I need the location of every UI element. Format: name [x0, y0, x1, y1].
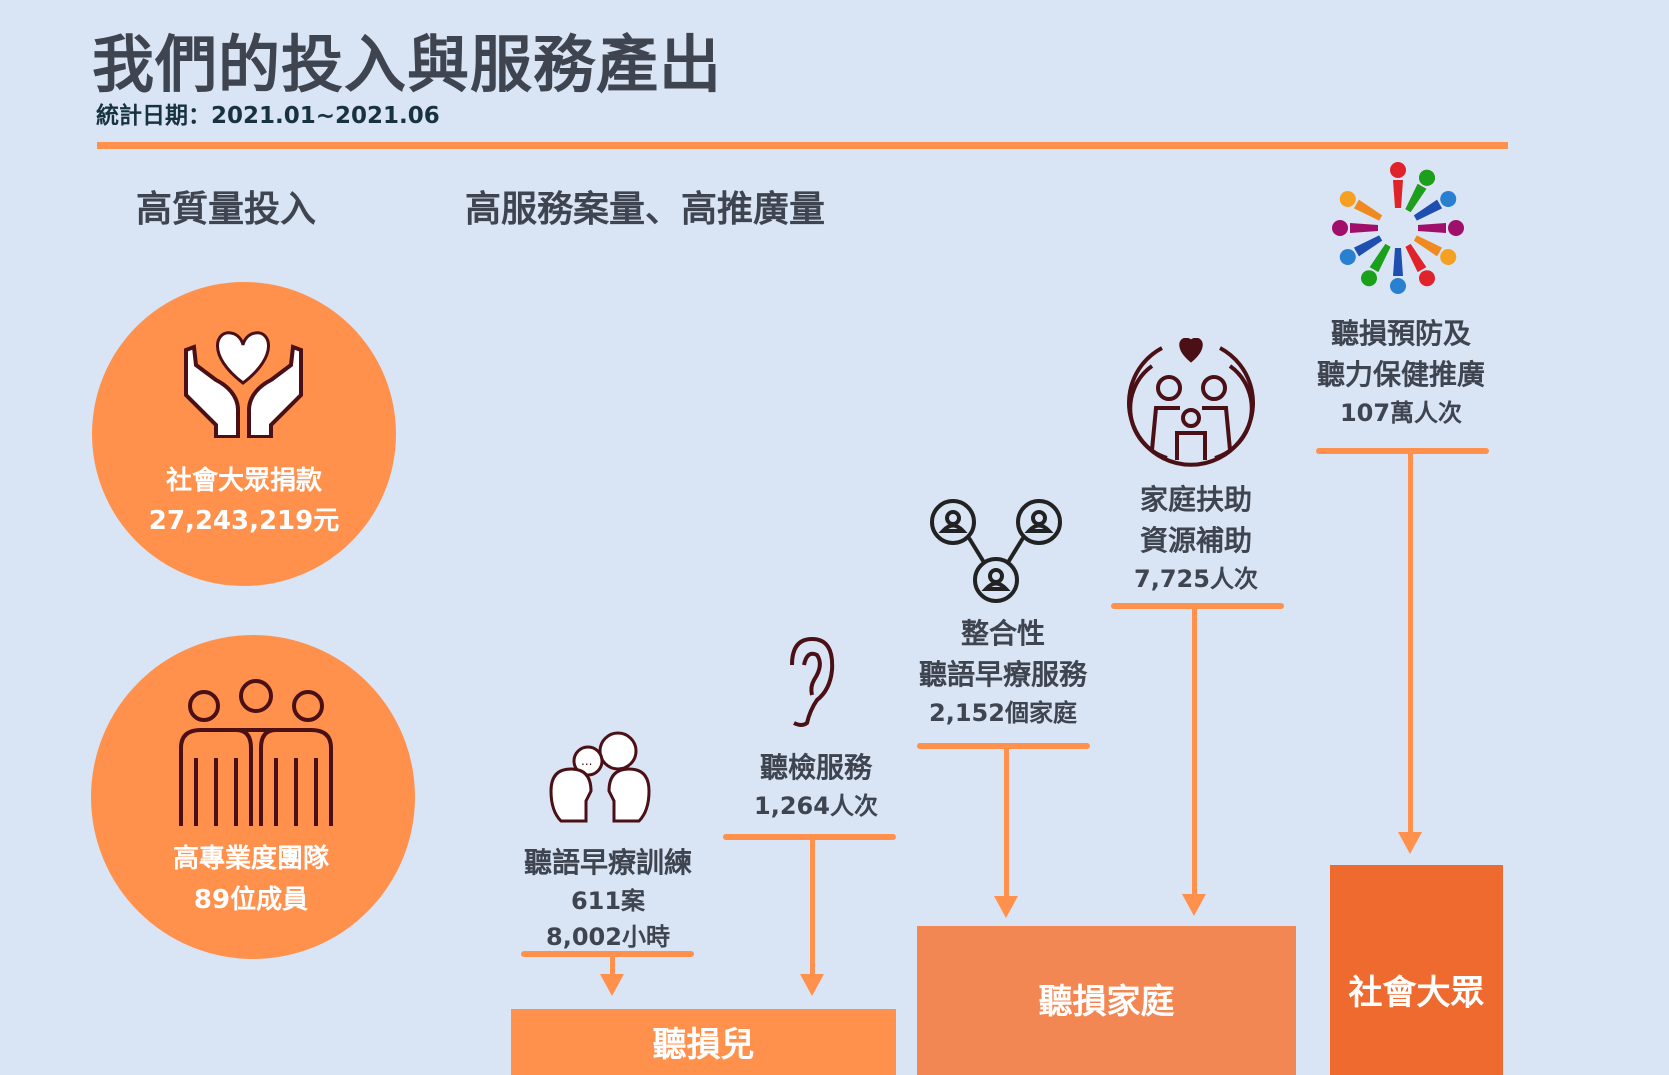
family-heart-icon	[1127, 338, 1255, 467]
service-hearing-test: 聽檢服務 1,264人次	[754, 747, 878, 824]
service-integrated-early-intervention: 整合性 聽語早療服務 2,152個家庭	[919, 613, 1087, 731]
service-value: 1,264人次	[754, 792, 878, 820]
target-hearing-impaired-children: 聽損兒	[511, 1009, 896, 1075]
arrow-head	[994, 896, 1018, 918]
arrow-head	[1398, 832, 1422, 854]
people-circle-icon	[1332, 162, 1464, 294]
service-title: 聽語早療服務	[918, 658, 1088, 691]
network-people-icon	[930, 499, 1062, 603]
arrow-head	[600, 974, 624, 996]
team-value: 89位成員	[193, 885, 309, 915]
arrow-stem	[1192, 608, 1197, 896]
connector-bar	[917, 743, 1090, 749]
team-label: 高專業度團隊	[172, 844, 330, 874]
donation-value: 27,243,219元	[148, 506, 340, 536]
target-hearing-impaired-families: 聽損家庭	[917, 926, 1296, 1075]
connector-bar	[1316, 448, 1489, 454]
connector-bar	[723, 834, 896, 840]
section-input-heading: 高質量投入	[136, 189, 317, 230]
target-label: 社會大眾	[1348, 973, 1485, 1013]
target-label: 聽損兒	[652, 1025, 755, 1065]
service-title: 資源補助	[1139, 524, 1253, 557]
hands-heart-icon	[184, 331, 303, 438]
service-value: 107萬人次	[1339, 399, 1463, 427]
service-value: 611案	[570, 887, 646, 915]
arrow-head	[1182, 894, 1206, 916]
ear-icon	[790, 636, 835, 727]
target-label: 聽損家庭	[1038, 982, 1175, 1022]
service-title: 整合性	[960, 617, 1046, 650]
arrow-head	[800, 974, 824, 996]
service-title: 家庭扶助	[1139, 483, 1253, 516]
page-title: 我們的投入與服務產出	[92, 28, 723, 101]
section-output-heading: 高服務案量、高推廣量	[465, 189, 826, 230]
service-prevention-promotion: 聽損預防及 聽力保健推廣 107萬人次	[1317, 313, 1485, 431]
service-value: 7,725人次	[1134, 565, 1258, 593]
svg-text:...: ...	[581, 754, 592, 768]
target-general-public: 社會大眾	[1330, 865, 1503, 1075]
arrow-stem	[610, 956, 615, 976]
service-value: 8,002小時	[546, 923, 670, 951]
service-title: 聽力保健推廣	[1316, 358, 1486, 391]
service-title: 聽損預防及	[1330, 317, 1472, 350]
donation-circle	[92, 282, 396, 586]
donation-label: 社會大眾捐款	[165, 466, 323, 496]
service-title: 聽語早療訓練	[523, 846, 693, 879]
service-speech-training: 聽語早療訓練 611案 8,002小時	[524, 842, 692, 955]
connector-bar	[521, 951, 694, 957]
service-family-support: 家庭扶助 資源補助 7,725人次	[1134, 479, 1258, 597]
arrow-stem	[1004, 748, 1009, 898]
connector-bar	[1111, 603, 1284, 609]
team-icon	[179, 679, 333, 826]
service-value: 2,152個家庭	[929, 699, 1077, 727]
conversation-heads-icon: ...	[549, 731, 651, 823]
arrow-stem	[810, 840, 815, 976]
date-range: 統計日期：2021.01~2021.06	[96, 103, 440, 129]
arrow-stem	[1408, 454, 1413, 834]
service-title: 聽檢服務	[759, 751, 873, 784]
divider	[97, 142, 1508, 149]
